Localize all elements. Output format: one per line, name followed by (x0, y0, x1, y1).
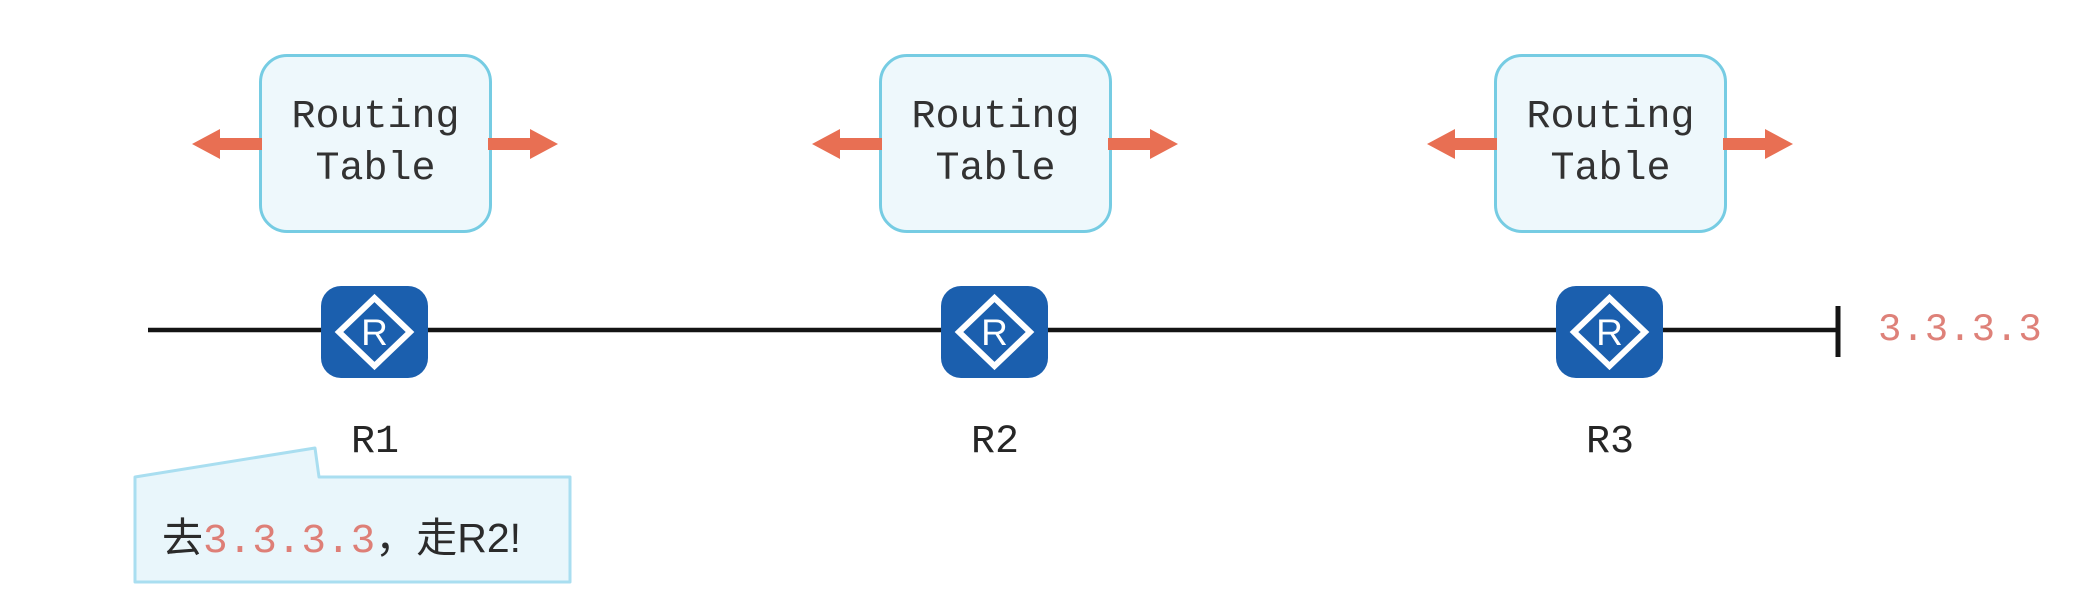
endpoint-network-label: 3.3.3.3 (1878, 308, 2042, 352)
right-arrow-icon (1723, 129, 1793, 159)
router-group-r2: Routing Table R R2 (775, 54, 1215, 484)
routing-table-label: Routing Table (911, 94, 1080, 192)
routing-table-box: Routing Table (879, 54, 1112, 233)
right-arrow-icon (1108, 129, 1178, 159)
routing-table-box: Routing Table (259, 54, 492, 233)
router-icon-letter: R (981, 312, 1008, 353)
routing-table-label: Routing Table (291, 94, 460, 192)
callout-ip: 3.3.3.3 (203, 519, 376, 565)
router-icon: R (321, 286, 428, 378)
router-icon: R (941, 286, 1048, 378)
router-group-r3: Routing Table R R3 (1390, 54, 1830, 484)
right-arrow-icon (488, 129, 558, 159)
callout-suffix: ，走R2! (375, 515, 522, 561)
router-label-r3: R3 (1585, 420, 1634, 465)
router-label-r2: R2 (970, 420, 1019, 465)
callout-prefix: 去 (162, 515, 203, 561)
router-group-r1: Routing Table R R1 (155, 54, 595, 484)
routing-table-label: Routing Table (1526, 94, 1695, 192)
router-icon: R (1556, 286, 1663, 378)
speech-bubble (133, 446, 572, 584)
router-label-r1: R1 (350, 420, 399, 465)
router-icon-letter: R (361, 312, 388, 353)
left-arrow-icon (1427, 129, 1497, 159)
left-arrow-icon (812, 129, 882, 159)
router-icon-letter: R (1596, 312, 1623, 353)
routing-table-box: Routing Table (1494, 54, 1727, 233)
left-arrow-icon (192, 129, 262, 159)
speech-bubble-text: 去3.3.3.3，走R2! (162, 504, 521, 565)
